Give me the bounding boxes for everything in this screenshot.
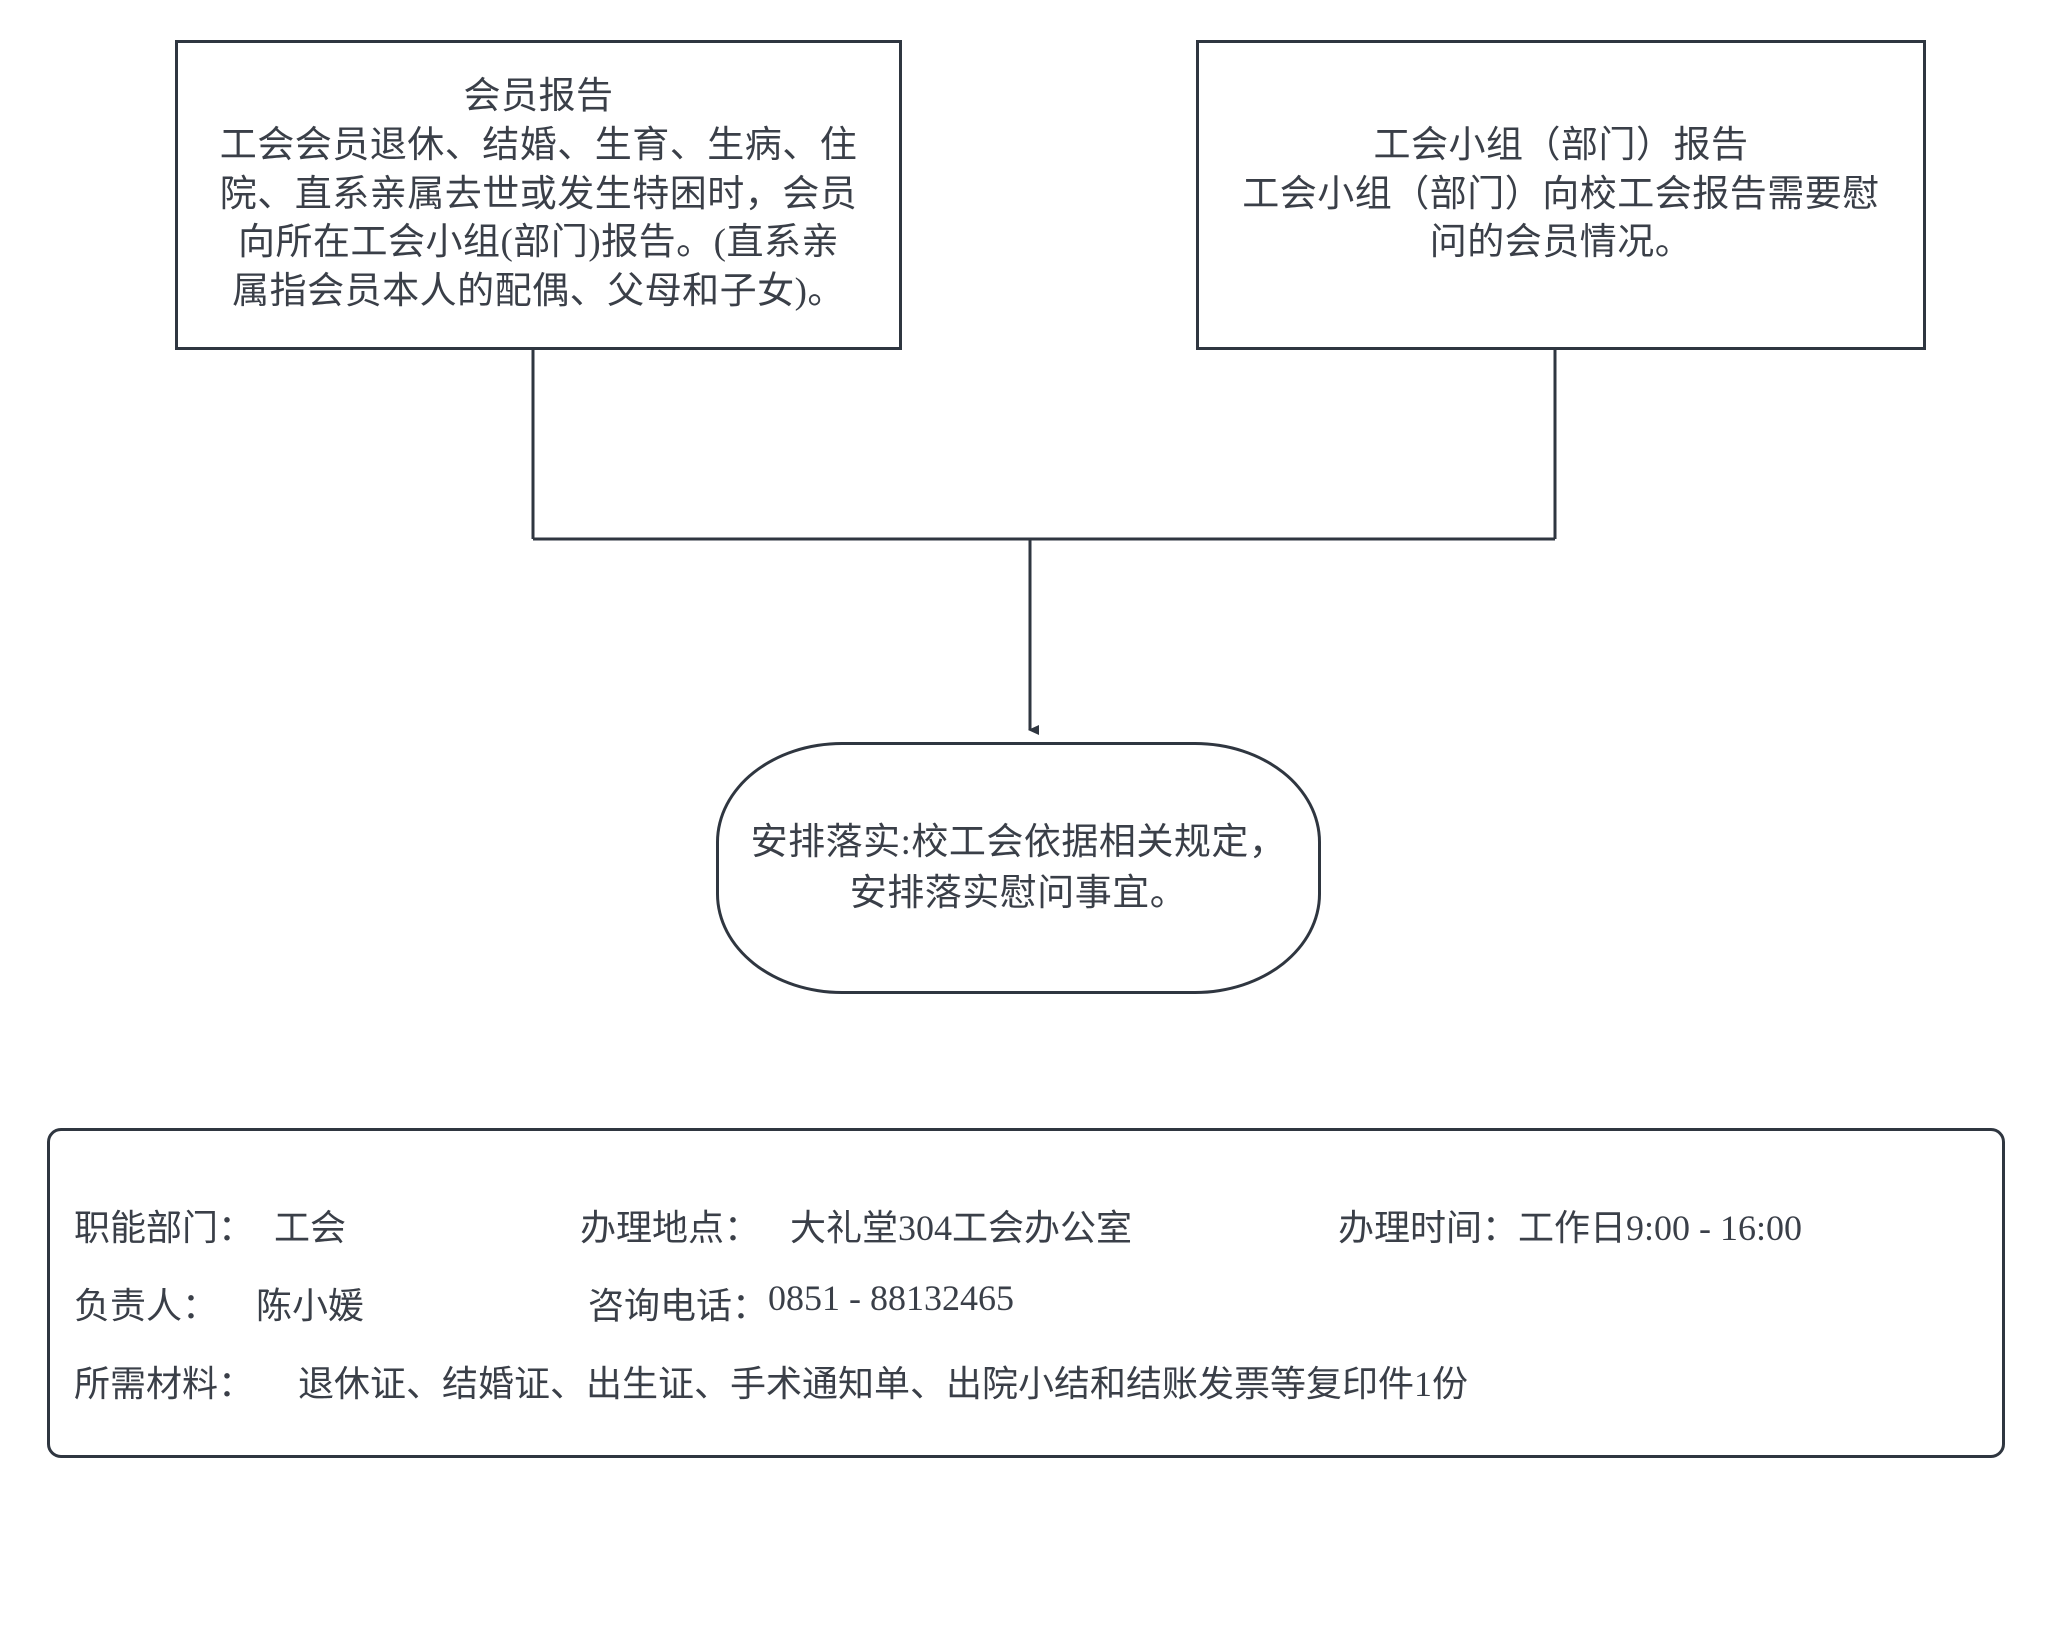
- department-value: 工会: [274, 1208, 347, 1248]
- department-label: 职能部门：: [74, 1208, 255, 1248]
- info-row-contact: 负责人： 陈小媛 咨询电话： 0851 - 88132465: [50, 1277, 2002, 1355]
- location-label: 办理地点：: [580, 1208, 761, 1248]
- node-member-report-text: 会员报告 工会会员退休、结婚、生育、生病、住 院、直系亲属去世或发生特困时，会员…: [219, 75, 858, 313]
- person-in-charge-value: 陈小媛: [256, 1286, 365, 1326]
- node-group-report-text: 工会小组（部门）报告 工会小组（部门）向校工会报告需要慰 问的会员情况。: [1242, 124, 1880, 264]
- hours-label: 办理时间：: [1338, 1208, 1519, 1248]
- materials-value: 退休证、结婚证、出生证、手术通知单、出院小结和结账发票等复印件1份: [298, 1364, 1469, 1404]
- node-arrange-implementation-text: 安排落实:校工会依据相关规定， 安排落实慰问事宜。: [750, 821, 1287, 914]
- phone-label: 咨询电话：: [588, 1286, 769, 1326]
- node-member-report[interactable]: 会员报告 工会会员退休、结婚、生育、生病、住 院、直系亲属去世或发生特困时，会员…: [175, 40, 902, 350]
- person-in-charge-label: 负责人：: [74, 1286, 219, 1326]
- location-value: 大礼堂304工会办公室: [790, 1208, 1133, 1248]
- hours-value: 工作日9:00 - 16:00: [1518, 1208, 1802, 1248]
- node-arrange-implementation[interactable]: 安排落实:校工会依据相关规定， 安排落实慰问事宜。: [716, 742, 1321, 994]
- materials-label: 所需材料：: [74, 1364, 255, 1404]
- service-info-panel: 职能部门： 工会 办理地点： 大礼堂304工会办公室 办理时间： 工作日9:00…: [47, 1128, 2005, 1458]
- phone-value: 0851 - 88132465: [768, 1278, 1014, 1318]
- node-group-report[interactable]: 工会小组（部门）报告 工会小组（部门）向校工会报告需要慰 问的会员情况。: [1196, 40, 1926, 350]
- info-row-materials: 所需材料： 退休证、结婚证、出生证、手术通知单、出院小结和结账发票等复印件1份: [50, 1355, 2002, 1425]
- info-row-department: 职能部门： 工会 办理地点： 大礼堂304工会办公室 办理时间： 工作日9:00…: [50, 1199, 2002, 1277]
